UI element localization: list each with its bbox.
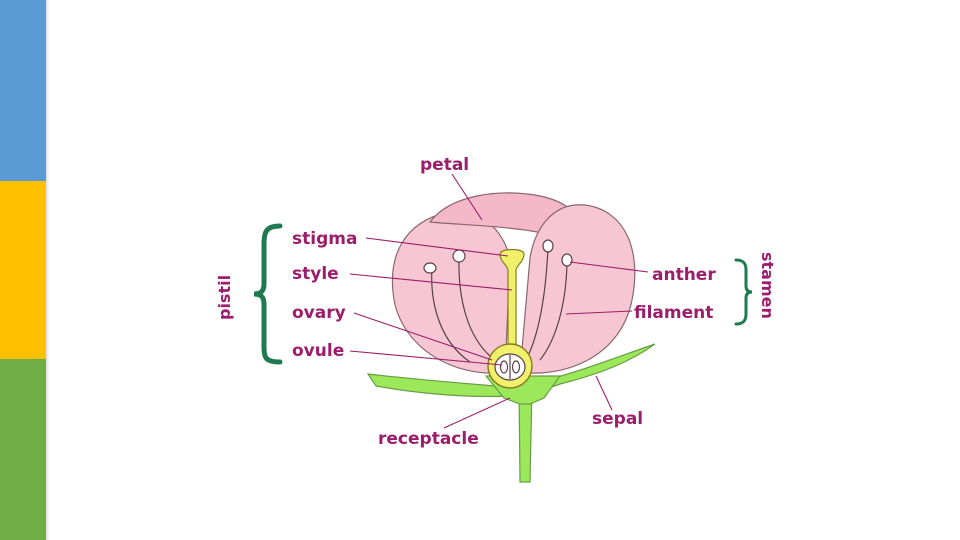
label-anther: anther	[652, 265, 716, 285]
label-sepal: sepal	[592, 409, 643, 429]
filament-3	[527, 247, 549, 357]
label-stamen-group: stamen	[758, 252, 777, 319]
leader-filament	[565, 310, 633, 315]
label-ovary: ovary	[292, 303, 346, 323]
anther-2	[452, 249, 466, 263]
ovule-left	[499, 360, 509, 374]
anther-4	[561, 253, 573, 267]
sepal-right	[531, 343, 656, 395]
label-pistil-group: pistil	[215, 275, 234, 320]
label-ovule: ovule	[292, 341, 344, 361]
label-stigma: stigma	[292, 229, 357, 249]
stamen-bracket	[734, 258, 753, 326]
leader-ovule	[349, 350, 503, 366]
ovule-right	[511, 360, 521, 374]
filament-1	[431, 267, 471, 363]
label-style: style	[292, 264, 339, 284]
label-filament: filament	[634, 303, 713, 323]
leader-receptacle	[443, 397, 511, 429]
filament-4	[539, 262, 568, 361]
leader-style	[349, 273, 513, 291]
leader-petal	[451, 173, 483, 221]
anther-1	[423, 262, 437, 274]
leader-ovary	[353, 312, 493, 361]
side-strip-shadow	[46, 0, 50, 540]
petal-left	[391, 210, 511, 374]
side-strip-green	[0, 359, 46, 540]
anther-3	[542, 239, 554, 253]
leader-sepal	[595, 375, 613, 411]
pistil-bracket	[253, 223, 283, 365]
side-strip-yellow	[0, 181, 46, 359]
side-strip-blue	[0, 0, 46, 181]
leader-stigma	[365, 237, 509, 257]
pistil	[499, 248, 525, 347]
leader-anther	[569, 261, 649, 273]
filament-2	[458, 257, 491, 357]
label-receptacle: receptacle	[378, 429, 479, 449]
label-petal: petal	[420, 155, 469, 175]
